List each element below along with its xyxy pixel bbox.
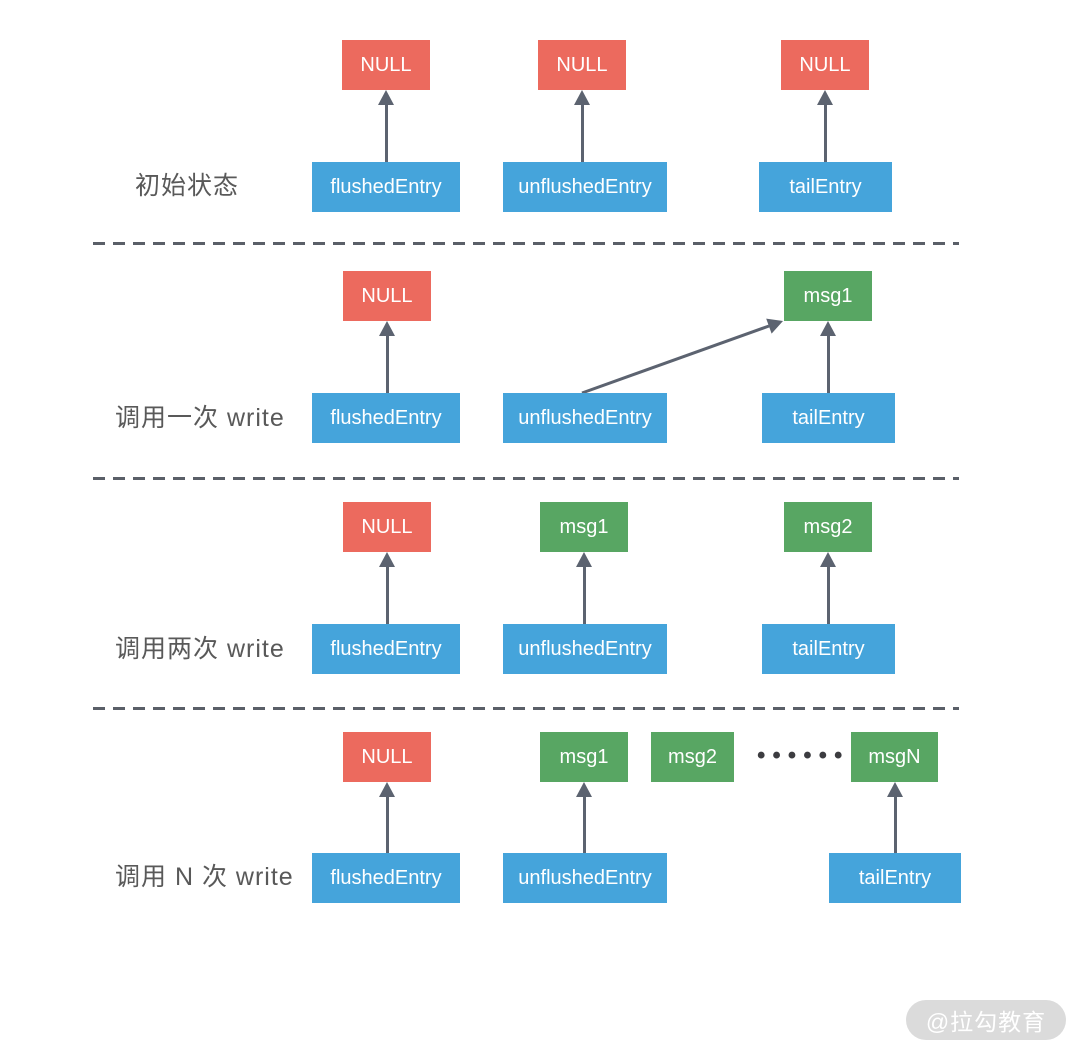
msg-box: msg1 — [540, 502, 628, 552]
flushed-entry-box: flushedEntry — [312, 162, 460, 212]
msg-box: msg2 — [651, 732, 734, 782]
up-arrow — [575, 552, 593, 624]
null-box: NULL — [781, 40, 869, 90]
up-arrow — [378, 552, 396, 624]
unflushed-entry-box: unflushedEntry — [503, 624, 667, 674]
msg-box: msg1 — [784, 271, 872, 321]
arrowhead-icon — [887, 782, 903, 797]
arrowhead-icon — [379, 321, 395, 336]
tail-entry-box: tailEntry — [762, 393, 895, 443]
null-box: NULL — [538, 40, 626, 90]
null-box: NULL — [343, 502, 431, 552]
row-label-initial-state: 初始状态 — [135, 172, 240, 200]
arrowhead-icon — [820, 552, 836, 567]
unflushed-entry-box: unflushedEntry — [503, 393, 667, 443]
up-arrow — [378, 321, 396, 393]
unflushed-entry-box: unflushedEntry — [503, 162, 667, 212]
up-arrow — [377, 90, 395, 162]
arrowhead-icon — [820, 321, 836, 336]
null-box: NULL — [343, 271, 431, 321]
up-arrow — [819, 552, 837, 624]
row-label-two-writes: 调用两次 write — [115, 635, 285, 663]
ellipsis-dots: •••••• — [757, 742, 850, 769]
flushed-entry-box: flushedEntry — [312, 624, 460, 674]
arrowhead-icon — [378, 90, 394, 105]
arrowhead-icon — [379, 552, 395, 567]
flushed-entry-box: flushedEntry — [312, 393, 460, 443]
msg-box: msg2 — [784, 502, 872, 552]
arrowhead-icon — [576, 552, 592, 567]
up-arrow — [378, 782, 396, 853]
null-box: NULL — [342, 40, 430, 90]
diagonal-arrow — [581, 318, 783, 395]
msg-box: msg1 — [540, 732, 628, 782]
arrowhead-icon — [817, 90, 833, 105]
arrowhead-icon — [576, 782, 592, 797]
dashed-separator — [93, 477, 959, 480]
arrowhead-icon — [379, 782, 395, 797]
tail-entry-box: tailEntry — [829, 853, 961, 903]
row-label-one-write: 调用一次 write — [115, 404, 285, 432]
watermark-text: @拉勾教育 — [925, 1009, 1047, 1035]
row-label-n-writes: 调用 N 次 write — [115, 863, 294, 891]
null-box: NULL — [343, 732, 431, 782]
tail-entry-box: tailEntry — [762, 624, 895, 674]
up-arrow — [816, 90, 834, 162]
flushed-entry-box: flushedEntry — [312, 853, 460, 903]
msg-box: msgN — [851, 732, 938, 782]
up-arrow — [575, 782, 593, 853]
watermark-badge: @拉勾教育 — [906, 1000, 1066, 1040]
up-arrow — [819, 321, 837, 393]
arrowhead-icon — [574, 90, 590, 105]
tail-entry-box: tailEntry — [759, 162, 892, 212]
up-arrow — [886, 782, 904, 853]
arrowhead-icon — [766, 318, 783, 334]
dashed-separator — [93, 242, 959, 245]
unflushed-entry-box: unflushedEntry — [503, 853, 667, 903]
up-arrow — [573, 90, 591, 162]
dashed-separator — [93, 707, 959, 710]
